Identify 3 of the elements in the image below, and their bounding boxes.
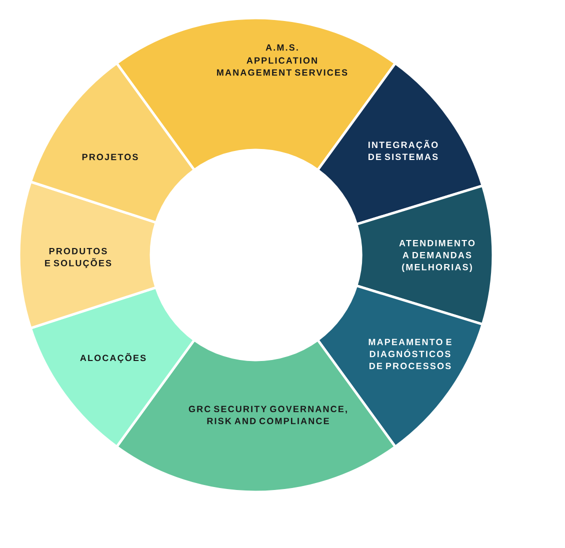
ring-segment: ATENDIMENTO A DEMANDAS (MELHORIAS) [355, 184, 494, 326]
ring-segment: PRODUTOS E SOLUÇÕES [18, 180, 158, 330]
ring-segment: PROJETOS [29, 62, 196, 224]
